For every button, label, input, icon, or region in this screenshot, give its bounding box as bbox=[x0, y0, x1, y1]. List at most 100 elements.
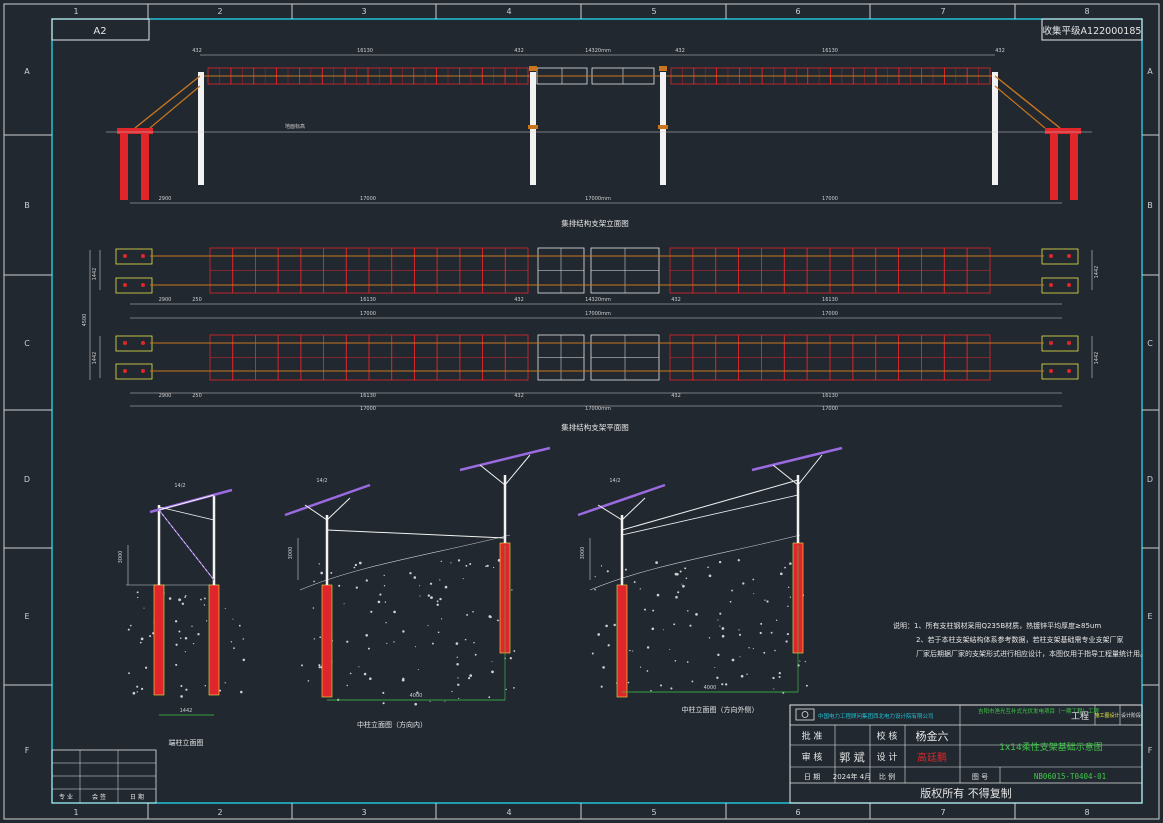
note-line-2: 2、若于本柱支架结构体系参考数据，若柱支架基础需专业支架厂家 bbox=[916, 635, 1123, 644]
soil-dot bbox=[491, 670, 494, 674]
soil-dot bbox=[652, 609, 655, 612]
row-letter: D bbox=[1147, 475, 1153, 484]
soil-dot bbox=[602, 666, 605, 669]
soil-dot bbox=[613, 623, 616, 627]
soil-dot bbox=[175, 663, 178, 666]
soil-dot bbox=[752, 578, 755, 581]
soil-dot bbox=[354, 563, 358, 567]
soil-dot bbox=[659, 684, 663, 687]
soil-dot bbox=[687, 610, 689, 612]
row-letter: E bbox=[24, 612, 29, 621]
soil-dot bbox=[639, 588, 641, 590]
soil-dot bbox=[132, 691, 136, 695]
soil-dot bbox=[401, 678, 405, 682]
soil-dot bbox=[691, 680, 694, 683]
review-label: 审 核 bbox=[802, 751, 823, 763]
soil-dot bbox=[458, 697, 460, 700]
soil-dot bbox=[136, 691, 139, 693]
soil-dot bbox=[355, 586, 358, 589]
col-num: 3 bbox=[361, 808, 366, 817]
mid-column-in-title: 中柱立面图（方向内） bbox=[357, 720, 427, 729]
anchor-pile-left-1 bbox=[120, 134, 128, 200]
col-num: 8 bbox=[1084, 808, 1089, 817]
soil-dot bbox=[719, 612, 722, 615]
soil-dot bbox=[393, 610, 396, 614]
soil-dot bbox=[650, 689, 652, 692]
soil-dot bbox=[417, 668, 419, 671]
soil-dot bbox=[799, 660, 801, 662]
column-end-right bbox=[992, 72, 998, 185]
plan-title: 集排结构支架平面图 bbox=[561, 422, 629, 432]
date-label: 日 期 bbox=[804, 773, 820, 781]
soil-dot bbox=[689, 624, 692, 627]
soil-dot bbox=[789, 596, 792, 598]
soil-dot bbox=[772, 676, 775, 680]
soil-dot bbox=[605, 624, 608, 628]
soil-dot bbox=[804, 660, 806, 663]
soil-dot bbox=[674, 572, 678, 576]
soil-dot bbox=[318, 666, 321, 669]
soil-dot bbox=[591, 652, 594, 655]
dim-text: 4000 bbox=[410, 693, 423, 699]
soil-dot bbox=[785, 640, 788, 643]
soil-dot bbox=[627, 681, 630, 684]
soil-dot bbox=[457, 677, 459, 679]
pile-2 bbox=[208, 584, 220, 696]
dim-text: 432 bbox=[514, 48, 524, 54]
soil-dot bbox=[180, 695, 183, 698]
soil-dot bbox=[488, 615, 492, 618]
ground-label: 地面标高 bbox=[285, 123, 305, 130]
soil-dot bbox=[797, 664, 800, 667]
soil-dot bbox=[677, 591, 680, 594]
soil-dot bbox=[318, 563, 320, 565]
soil-dot bbox=[633, 581, 636, 584]
dim-text: 1442 bbox=[92, 352, 98, 365]
soil-dot bbox=[738, 633, 742, 636]
dim-text: 17000 bbox=[822, 196, 838, 202]
soil-dot bbox=[681, 583, 683, 585]
soil-dot bbox=[224, 608, 226, 610]
dim-text: 16130 bbox=[360, 393, 376, 399]
soil-dot bbox=[457, 683, 460, 687]
soil-dot bbox=[456, 662, 459, 666]
soil-dot bbox=[644, 608, 646, 611]
soil-dot bbox=[353, 566, 356, 569]
soil-dot bbox=[168, 597, 172, 600]
soil-dot bbox=[708, 574, 712, 578]
scale-label: 比 例 bbox=[879, 772, 895, 781]
soil-dot bbox=[427, 594, 431, 597]
soil-dot bbox=[439, 579, 441, 581]
soil-dot bbox=[143, 607, 145, 609]
soil-dot bbox=[379, 593, 382, 596]
detail-mid-column-in: 3000 4000 14/2 中柱立面图（方向内） bbox=[284, 446, 551, 729]
size-box bbox=[51, 18, 150, 41]
soil-dot bbox=[773, 688, 775, 690]
soil-dot bbox=[746, 673, 748, 675]
col-num: 1 bbox=[73, 7, 78, 16]
soil-dot bbox=[509, 657, 512, 660]
dim-text: 17000 bbox=[822, 311, 838, 317]
title-block: 中国电力工程顾问集团西北电力设计院有限公司 吉阳市渔光互补式光伏发电项目（一期工… bbox=[789, 704, 1143, 804]
soil-dot bbox=[136, 685, 139, 688]
soil-dot bbox=[473, 641, 475, 644]
dim-text: 17000mm bbox=[585, 406, 611, 412]
col-num: 7 bbox=[940, 808, 945, 817]
soil-dot bbox=[787, 586, 790, 589]
dim-text: 16130 bbox=[822, 393, 838, 399]
soil-dot bbox=[205, 620, 208, 622]
soil-dot bbox=[430, 596, 433, 599]
dim-text: 432 bbox=[671, 297, 681, 303]
soil-dot bbox=[136, 591, 139, 594]
soil-dot bbox=[232, 618, 234, 620]
soil-dot bbox=[716, 676, 719, 679]
soil-dot bbox=[363, 672, 367, 676]
soil-dot bbox=[384, 601, 387, 603]
mid-column-out-title: 中柱立面图（方向外侧） bbox=[682, 705, 759, 714]
dim-text: 17000 bbox=[822, 406, 838, 412]
soil-dot bbox=[651, 627, 655, 631]
soil-dot bbox=[629, 649, 631, 652]
soil-dot bbox=[646, 670, 649, 672]
checker-signature: 杨金六 bbox=[916, 729, 949, 743]
soil-dot bbox=[338, 584, 341, 587]
soil-dot bbox=[419, 585, 421, 587]
